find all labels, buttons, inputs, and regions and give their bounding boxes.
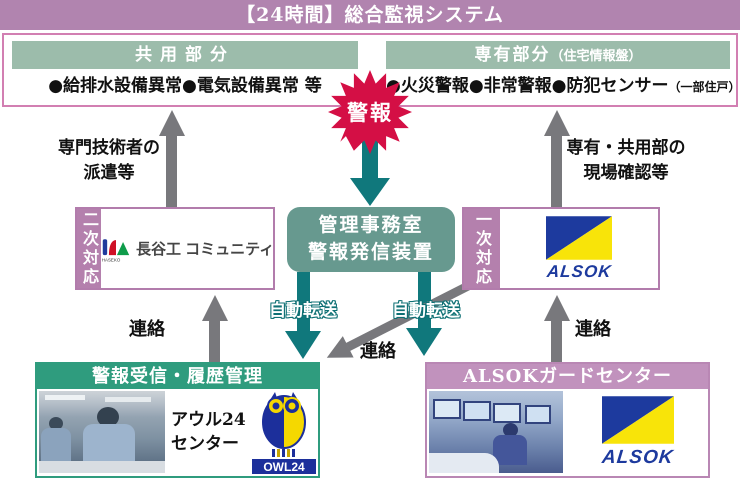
onsite-check-label: 専有・共用部の 現場確認等 [545,136,707,186]
photo-monitor [433,399,461,419]
alsok-guard-center-header: ALSOKガードセンター [427,364,708,389]
control-room-box: 管理事務室 警報発信装置 [287,207,455,272]
owl-icon: OWL24 [251,392,316,474]
alarm-down-arrow-head [350,178,390,206]
owl24-logo: OWL24 [251,390,316,474]
owl-center-name-line1: アウル24 [171,410,246,430]
owl-center-content: アウル24 センター [37,389,318,475]
auto-forward-label-right: 自動転送 [392,301,460,321]
secondary-response-label: 二次対応 [80,210,99,287]
photo-console [429,453,499,473]
photo-ceiling-light [45,395,85,400]
owl-center-box: 警報受信・履歴管理 アウル24 センター [35,362,320,478]
auto-forward-left-head [285,331,321,359]
private-area-items-main: ●火災警報●非常警報●防犯センサー [386,76,669,96]
photo-operator-head [97,407,119,427]
contact-right-arrow-head [544,295,570,321]
owl-center-name: アウル24 センター [171,408,246,456]
alsok-guard-center-box: ALSOKガードセンター ALSOK [425,362,710,478]
haseko-content: HASEKO 長谷工 コミュニティ [101,209,274,288]
alsok-guard-center-content: ALSOK [427,389,708,475]
contact-diagonal-arrow [326,281,471,358]
dispatch-up-arrow-head [159,110,185,136]
alarm-sources-panel: 共用部分 専有部分（住宅情報盤） ●給排水設備異常●電気設備異常 等 ●火災警報… [2,33,740,107]
alsok-mark-icon [601,395,674,444]
alsok-content: ALSOK [500,209,658,288]
owl-center-name-line2: センター [171,434,239,454]
common-area-items: ●給排水設備異常●電気設備異常 等 [48,76,322,96]
photo-guard-body [493,435,527,465]
call-center-photo [39,391,165,473]
alsok-wordmark: ALSOK [545,261,613,281]
primary-response-label: 一次対応 [473,210,492,287]
page-title: 【24時間】総合監視システム [0,0,740,30]
alsok-wordmark: ALSOK [600,446,675,468]
primary-response-strip: 一次対応 [464,209,500,288]
owl-center-header: 警報受信・履歴管理 [37,364,318,389]
alarm-down-arrow-shaft [362,136,378,178]
dispatch-up-arrow-shaft [166,136,177,207]
alsok-logo: ALSOK [545,215,613,282]
starburst-icon [328,70,412,154]
common-area-header: 共用部分 [12,41,358,69]
contact-label-right: 連絡 [575,319,611,340]
alarm-burst: 警報 [328,70,412,154]
alsok-center-logo: ALSOK [569,395,706,469]
onsite-check-label-line2: 現場確認等 [583,163,669,183]
secondary-response-strip: 二次対応 [77,209,101,288]
photo-operator2-head [49,417,63,430]
photo-ceiling-light [105,397,151,402]
photo-monitor [525,405,551,424]
guard-center-photo [429,391,563,473]
secondary-response-box: 二次対応 HASEKO 長谷工 コミュニティ [75,207,275,290]
contact-label-diagonal: 連絡 [360,341,396,362]
control-room-line1: 管理事務室 [318,214,424,236]
private-area-items: ●火災警報●非常警報●防犯センサー（一部住戸） [386,73,740,99]
alsok-mark-icon [546,215,612,260]
onsite-check-label-line1: 専有・共用部の [566,138,686,158]
photo-guard-head [503,423,518,437]
alarm-burst-label: 警報 [347,100,393,125]
haseko-logo: HASEKO 長谷工 コミュニティ [101,235,274,263]
dispatch-label-line1: 専門技術者の [58,138,160,158]
onsite-up-arrow-shaft [551,136,562,207]
owl24-badge-text: OWL24 [263,460,305,474]
dispatch-label: 専門技術者の 派遣等 [33,136,185,186]
photo-monitor [493,403,521,423]
private-area-header-main: 専有部分 [474,45,551,65]
photo-desk [39,461,165,473]
contact-left-arrow-head [202,295,228,321]
haseko-company-name: 長谷工 コミュニティ [136,241,275,258]
contact-left-arrow-shaft [209,319,220,362]
auto-forward-label-left: 自動転送 [269,301,337,321]
onsite-up-arrow-head [544,110,570,136]
auto-forward-right-head [406,328,442,356]
photo-monitor [463,401,491,421]
primary-response-box: 一次対応 ALSOK [462,207,660,290]
dispatch-label-line2: 派遣等 [83,163,135,183]
auto-forward-left-shaft [297,272,310,332]
private-area-header: 専有部分（住宅情報盤） [386,41,730,69]
private-area-header-sub: （住宅情報盤） [550,49,642,64]
contact-label-left: 連絡 [129,319,165,340]
haseko-mark-text: HASEKO [102,257,121,262]
haseko-mark-icon: HASEKO [102,238,130,262]
private-area-items-sub: （一部住戸） [668,80,740,94]
contact-right-arrow-shaft [551,319,562,362]
control-room-line2: 警報発信装置 [307,241,434,263]
